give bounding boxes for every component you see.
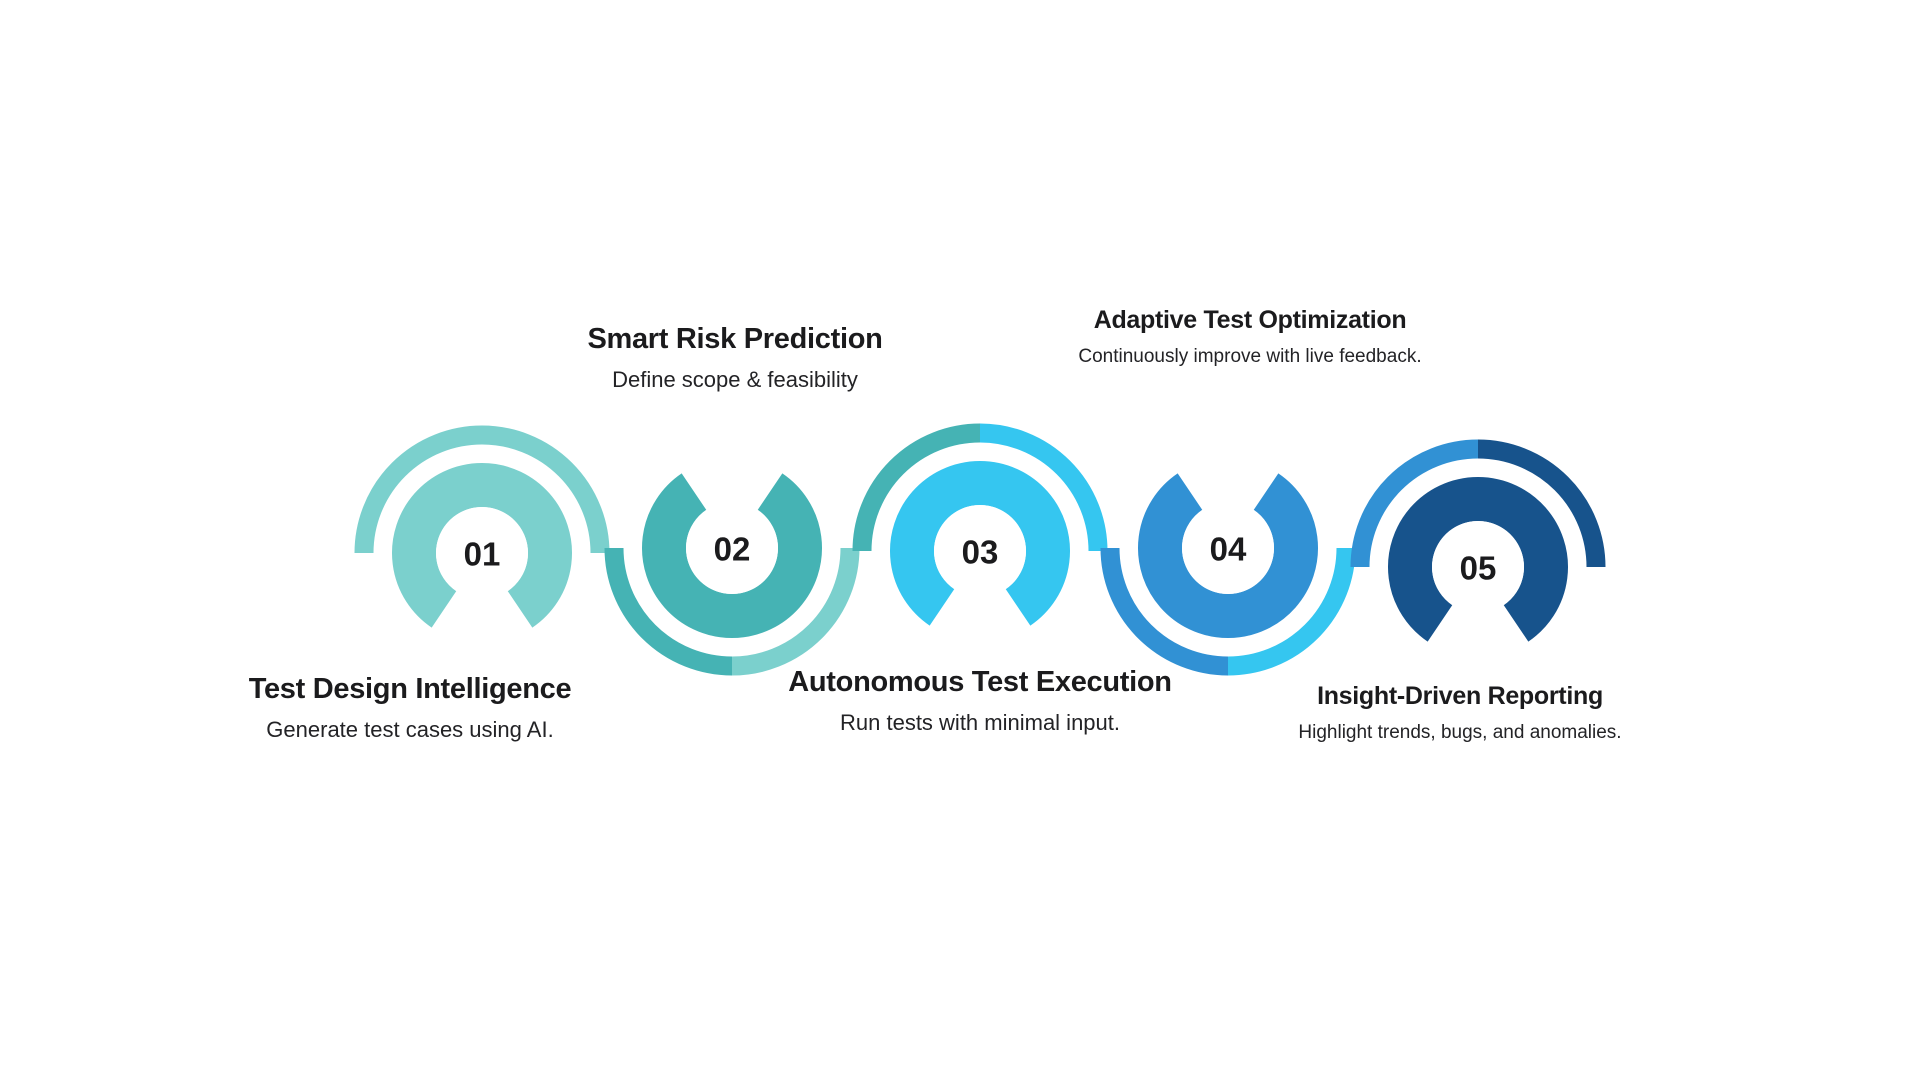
ribbon-segment <box>1350 439 1479 568</box>
step-donut-ring <box>890 461 1070 626</box>
step-number: 05 <box>1460 550 1497 587</box>
step-description: Define scope & feasibility <box>612 367 858 393</box>
step-description: Run tests with minimal input. <box>840 710 1120 736</box>
step-title: Test Design Intelligence <box>248 673 572 705</box>
step-donut-core <box>686 502 778 594</box>
ribbon-segment <box>354 425 483 554</box>
ribbon-segment <box>1227 547 1356 676</box>
step-description: Continuously improve with live feedback. <box>1078 345 1422 367</box>
ribbon-segment <box>604 547 733 676</box>
step-donut-core <box>934 505 1026 597</box>
step-title: Insight-Driven Reporting <box>1317 682 1603 710</box>
step-description: Generate test cases using AI. <box>266 717 554 743</box>
step-number: 03 <box>962 534 999 571</box>
step-number: 04 <box>1210 531 1247 568</box>
ribbon-segment <box>852 423 981 552</box>
step-donut-ring <box>1138 473 1318 638</box>
step-donut-core <box>436 507 528 599</box>
step-title: Adaptive Test Optimization <box>1093 306 1407 334</box>
step-description: Highlight trends, bugs, and anomalies. <box>1298 721 1622 743</box>
step-donut-group: 01 02 03 04 05 <box>392 461 1568 642</box>
step-donut-core <box>1182 502 1274 594</box>
step-title: Autonomous Test Execution <box>788 666 1172 698</box>
ribbon-segment <box>979 423 1108 552</box>
outer-ribbon-group <box>354 423 1606 676</box>
ribbon-segment <box>731 547 860 676</box>
ribbon-segment <box>1100 547 1229 676</box>
step-donut-ring <box>1388 477 1568 642</box>
step-donut-ring <box>642 473 822 638</box>
step-donut-core <box>1432 521 1524 613</box>
ribbon-segment <box>1477 439 1606 568</box>
step-number: 01 <box>464 536 501 573</box>
ribbon-segment <box>481 425 610 554</box>
step-donut-ring <box>392 463 572 628</box>
step-number: 02 <box>714 531 751 568</box>
step-title: Smart Risk Prediction <box>587 323 883 355</box>
